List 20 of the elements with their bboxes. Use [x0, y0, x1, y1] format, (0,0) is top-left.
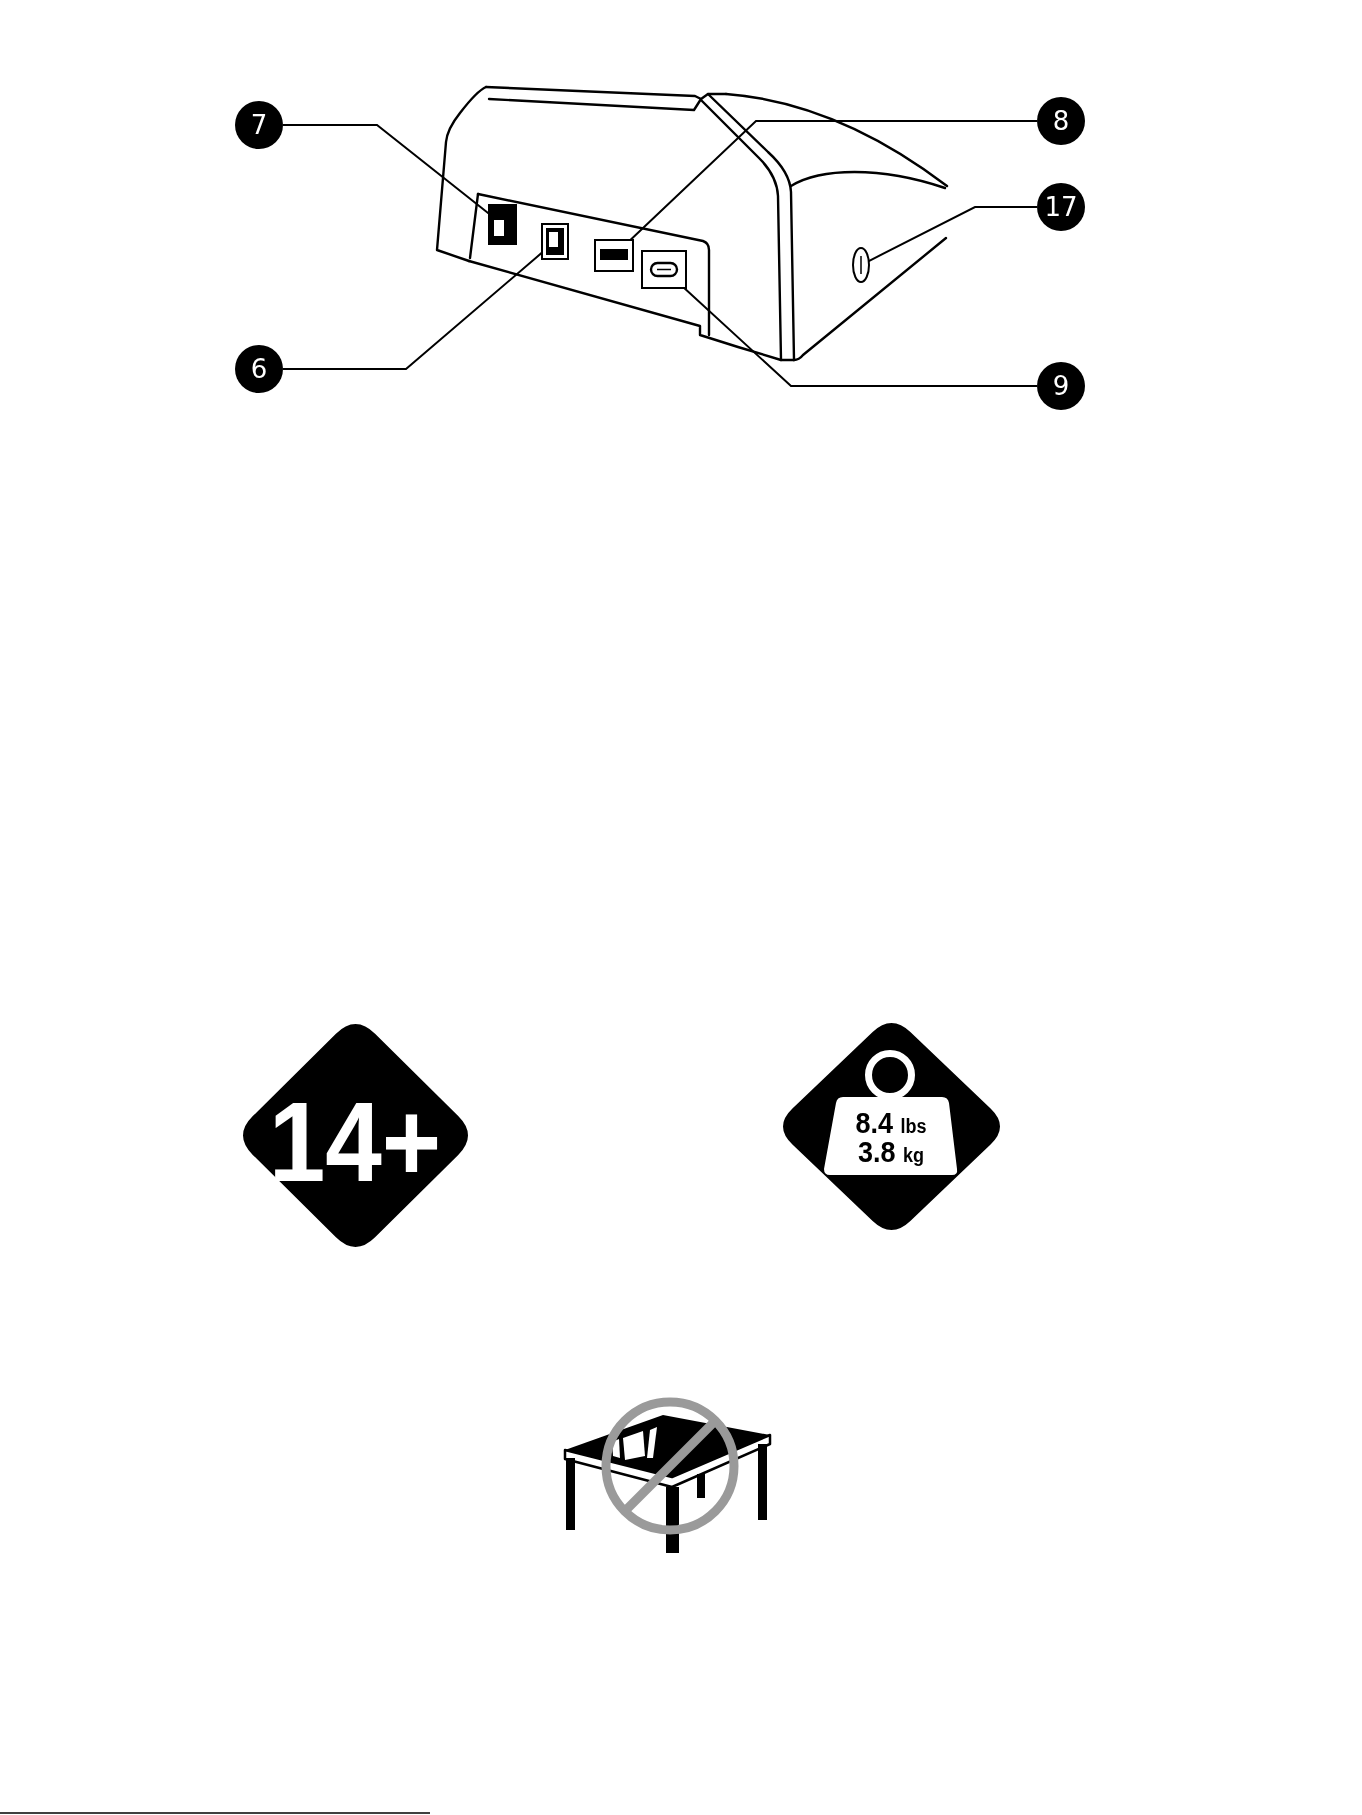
leader-line — [282, 251, 543, 370]
usb-a-port — [594, 239, 634, 272]
leader-line — [282, 124, 490, 215]
usb-c-port — [641, 250, 687, 289]
weight-warning-sign — [783, 1023, 1000, 1230]
callout-number: 9 — [1037, 362, 1085, 410]
callout-number: 17 — [1037, 183, 1085, 231]
leader-line — [629, 120, 1038, 241]
callout-number: 7 — [235, 101, 283, 149]
age-rating-label: 14+ — [268, 1085, 442, 1199]
callout-number: 6 — [235, 345, 283, 393]
ethernet-port — [488, 204, 517, 245]
round-hole — [852, 247, 870, 283]
age-warning-sign — [243, 1024, 468, 1247]
weight-value: 8.4 lbs — [855, 1108, 927, 1138]
usb-b-port — [541, 223, 569, 260]
weight-value: 3.8 kg — [857, 1137, 925, 1167]
callout-number: 8 — [1037, 97, 1085, 145]
leader-line — [867, 206, 1038, 263]
leader-line — [683, 287, 1038, 387]
